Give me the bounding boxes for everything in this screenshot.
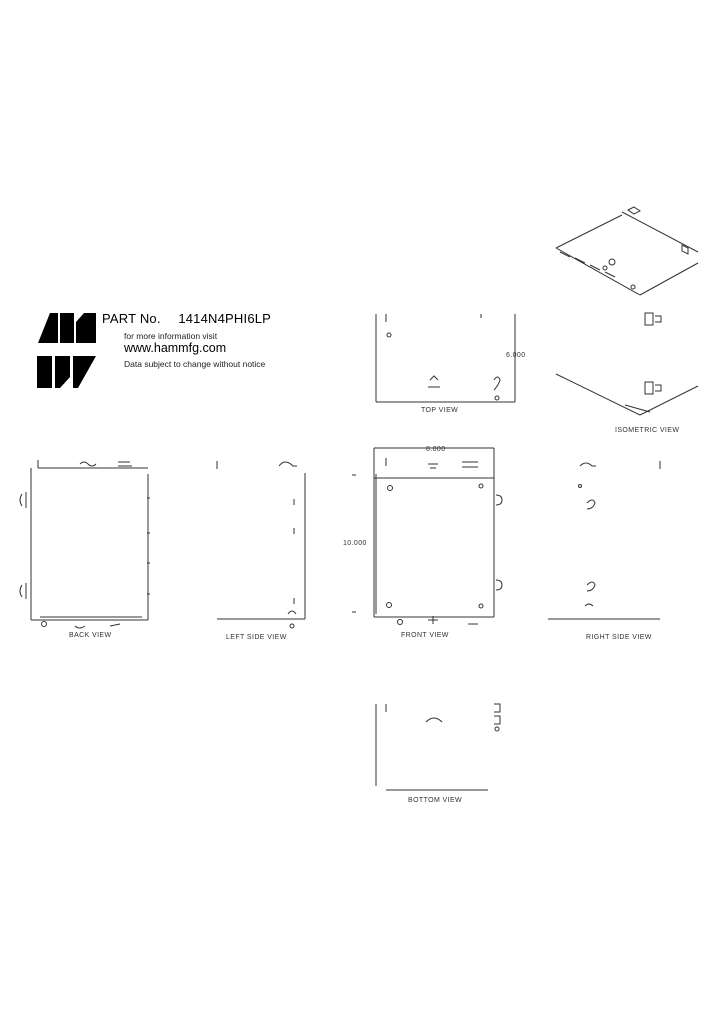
right-side-view-outline — [548, 461, 661, 620]
left-side-view-outline — [216, 461, 306, 629]
isometric-view-outline — [555, 206, 699, 416]
top-view-label: TOP VIEW — [421, 407, 459, 414]
front-width-dimension: 8.000 — [426, 446, 446, 453]
back-view-outline — [19, 460, 150, 629]
part-number: 1414N4PHI6LP — [178, 311, 272, 326]
bottom-view-label: BOTTOM VIEW — [408, 797, 463, 804]
back-view-label: BACK VIEW — [69, 632, 112, 639]
front-view-label: FRONT VIEW — [401, 632, 449, 639]
front-height-dimension: 10.000 — [343, 540, 367, 547]
top-view-outline — [375, 314, 516, 403]
left-side-view-label: LEFT SIDE VIEW — [226, 634, 287, 641]
disclaimer-text: Data subject to change without notice — [124, 359, 266, 369]
info-line: for more information visit — [124, 331, 218, 341]
part-label: PART No. — [102, 311, 161, 326]
right-side-view-label: RIGHT SIDE VIEW — [586, 634, 652, 641]
isometric-view-label: ISOMETRIC VIEW — [615, 427, 680, 434]
top-depth-dimension: 6.000 — [506, 352, 526, 359]
website-link[interactable]: www.hammfg.com — [124, 341, 227, 355]
front-view-outline — [352, 447, 503, 625]
bottom-view-outline — [375, 703, 501, 791]
